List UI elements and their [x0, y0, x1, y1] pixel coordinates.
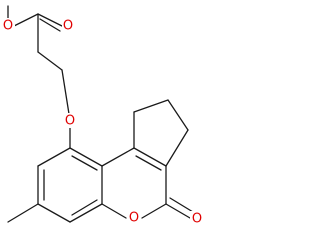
bond-c4-carbonyl-oxygen-double	[169, 197, 194, 213]
bond-c1-c2	[133, 99, 169, 113]
bond-ring-c9-c8	[37, 147, 71, 167]
bond-ring-c7-c6	[37, 203, 71, 223]
atom-ring-oxygen: O	[127, 210, 141, 226]
bond-aryl-methyl	[7, 203, 39, 223]
bond-c9b-c3a-double	[135, 155, 162, 171]
atom-ester-carbonyl-oxygen: O	[62, 18, 75, 34]
bond-ester-oxygen-to-carbonyl-carbon	[13, 13, 39, 27]
atom-symbol: O	[3, 19, 13, 34]
bond-c9b-c3a	[133, 147, 167, 167]
atom-symbol: O	[192, 212, 202, 227]
bond-c2-c3	[167, 99, 189, 131]
atom-ether-oxygen: O	[63, 113, 77, 129]
bond-carbonyl-double-line	[39, 18, 61, 32]
bond-ch2-to-ether-oxygen	[37, 51, 63, 71]
atom-symbol: O	[63, 19, 73, 34]
bond-ring-c9a-c9-double	[71, 155, 98, 171]
atom-ester-single-oxygen: O	[2, 18, 15, 34]
bond-c9a-c9b	[101, 147, 135, 167]
atom-symbol: O	[129, 211, 139, 226]
atom-symbol: O	[65, 114, 75, 129]
atom-lactone-carbonyl-oxygen: O	[190, 211, 204, 227]
bond-c4-carbonyl-oxygen	[165, 203, 191, 219]
bond-ring-c6-c5a	[69, 203, 103, 223]
bond-ring-oxygen-c5a	[101, 203, 127, 219]
bond-c3-c3a	[165, 129, 189, 167]
bond-ring-c6-c5a-double	[71, 199, 98, 216]
bond-carbonyl-carbon-to-carbonyl-oxygen	[37, 13, 63, 27]
chemical-structure: O O O O O	[2, 5, 204, 227]
bond-c4-ring-oxygen	[141, 203, 167, 219]
bond-ring-c9a-c9	[69, 147, 103, 167]
bond-ether-link	[61, 69, 70, 115]
